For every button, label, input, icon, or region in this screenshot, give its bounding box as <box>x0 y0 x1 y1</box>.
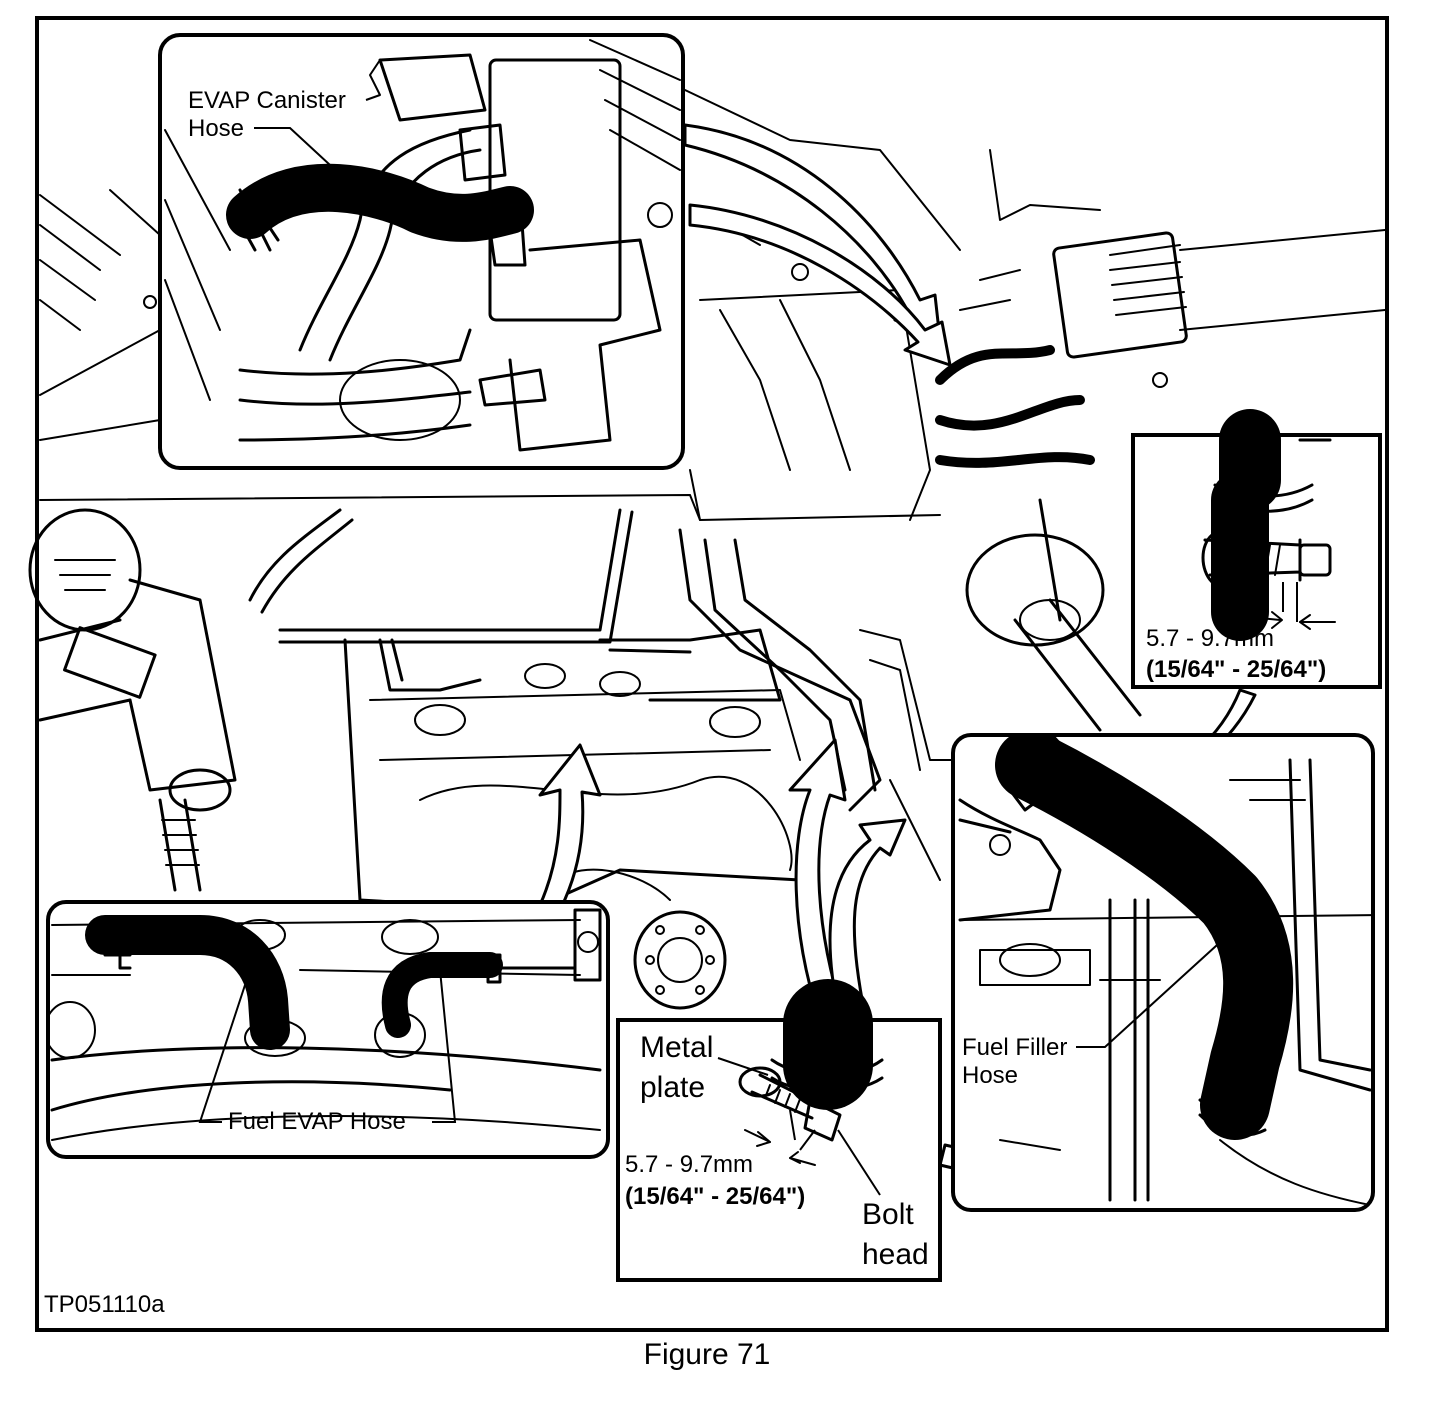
inset-fuel-filler-hose: Fuel Filler Hose <box>951 733 1375 1212</box>
bolt-head-label-line2: head <box>862 1238 929 1271</box>
lower-clamp-imperial: (15/64" - 25/64") <box>625 1183 805 1210</box>
inset-fuel-evap-hose: Fuel EVAP Hose <box>46 900 610 1159</box>
metal-plate-label-line1: Metal <box>640 1031 713 1064</box>
figure-frame <box>35 16 1389 1332</box>
arrow-to-canister-lower <box>688 203 952 367</box>
inset-evap-canister: EVAP Canister Hose <box>158 33 685 470</box>
lower-clamp-metric: 5.7 - 9.7mm <box>625 1151 753 1178</box>
upper-clamp-imperial: (15/64" - 25/64") <box>1146 656 1326 683</box>
evap-canister-hose-label-line1: EVAP Canister <box>188 87 346 114</box>
arrow-to-fuel-filler <box>828 818 907 1022</box>
arrow-to-evap-hose <box>538 743 602 912</box>
inset-lower-clamp: Metal plate 5.7 - 9.7mm (15/64" - 25/64"… <box>616 979 942 1282</box>
reference-code: TP051110a <box>44 1291 165 1318</box>
bolt-head-label-line1: Bolt <box>862 1198 914 1231</box>
metal-plate-label-line2: plate <box>640 1071 705 1104</box>
fuel-evap-hose-label: Fuel EVAP Hose <box>228 1108 406 1135</box>
evap-canister-hose-label-line2: Hose <box>188 115 244 142</box>
figure-caption: Figure 71 <box>644 1338 771 1371</box>
fuel-filler-hose-label-line2: Hose <box>962 1062 1018 1089</box>
upper-clamp-metric: 5.7 - 9.7mm <box>1146 625 1274 652</box>
arrow-to-filler-neck <box>788 738 847 1022</box>
svg-text:Hose: Hose <box>188 115 244 142</box>
svg-text:EVAP Canister: EVAP Canister <box>188 87 346 114</box>
fuel-filler-hose-label-line1: Fuel Filler <box>962 1034 1067 1061</box>
inset-upper-clamp: 5.7 - 9.7mm (15/64" - 25/64") <box>1131 409 1382 689</box>
